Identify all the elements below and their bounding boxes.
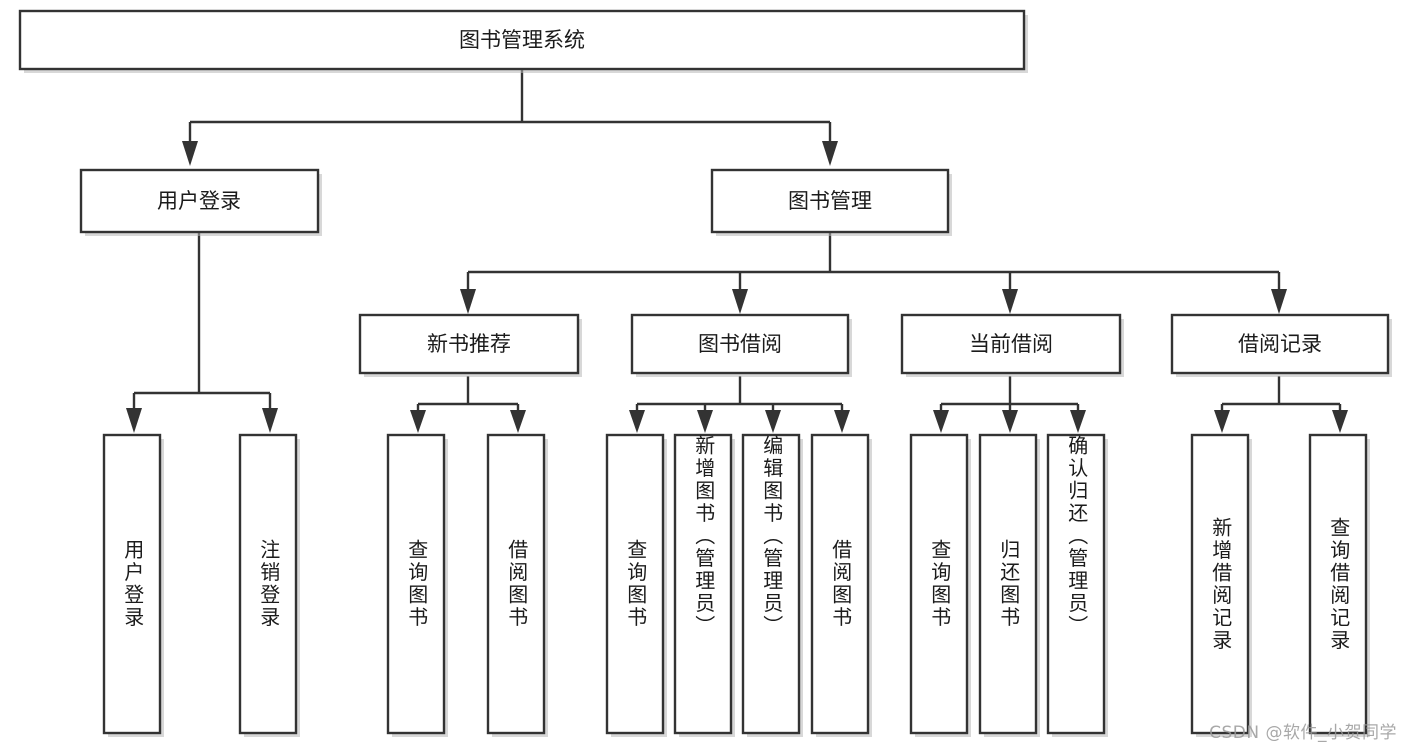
leaf-box-book-borrow-2[interactable] [673, 433, 735, 737]
leaf-box-book-borrow-1[interactable] [605, 433, 667, 737]
leaf-box-user-login-1[interactable] [102, 433, 164, 737]
node-current-borrow-label: 当前借阅 [969, 332, 1053, 356]
node-root-label: 图书管理系统 [459, 28, 585, 52]
node-book-borrow[interactable]: 图书借阅 [630, 313, 852, 377]
connector-bookborrow-to-leaves [629, 376, 850, 433]
csdn-watermark: CSDN @软件_小贺同学 [1209, 723, 1397, 743]
node-borrow-record[interactable]: 借阅记录 [1170, 313, 1392, 377]
leaf-box-user-login-2[interactable] [238, 433, 300, 737]
node-book-management-label: 图书管理 [788, 189, 872, 213]
connector-bookmgmt-to-level3 [460, 233, 1287, 314]
leaf-box-new-book-2[interactable] [486, 433, 548, 737]
node-root[interactable]: 图书管理系统 [18, 9, 1028, 73]
connector-borrowrecord-to-leaves [1214, 376, 1348, 433]
node-user-login[interactable]: 用户登录 [79, 168, 322, 236]
node-book-borrow-label: 图书借阅 [698, 332, 782, 356]
leaf-box-book-borrow-4[interactable] [810, 433, 872, 737]
leaf-box-book-borrow-3[interactable] [741, 433, 803, 737]
connector-newbook-to-leaves [410, 376, 526, 433]
node-borrow-record-label: 借阅记录 [1238, 332, 1322, 356]
node-new-book-recommend-label: 新书推荐 [427, 332, 511, 356]
node-user-login-label: 用户登录 [157, 189, 241, 213]
leaf-box-borrow-record-2[interactable] [1308, 433, 1370, 737]
leaf-box-current-borrow-2[interactable] [978, 433, 1040, 737]
node-book-management[interactable]: 图书管理 [710, 168, 952, 236]
node-current-borrow[interactable]: 当前借阅 [900, 313, 1124, 377]
leaf-box-current-borrow-1[interactable] [909, 433, 971, 737]
connector-currentborrow-to-leaves [933, 376, 1086, 433]
node-new-book-recommend[interactable]: 新书推荐 [358, 313, 582, 377]
connector-userlogin-to-leaves [126, 233, 278, 433]
leaf-box-current-borrow-3[interactable] [1046, 433, 1108, 737]
connector-root-to-level2 [182, 70, 838, 166]
leaf-box-borrow-record-1[interactable] [1190, 433, 1252, 737]
leaf-box-new-book-1[interactable] [386, 433, 448, 737]
